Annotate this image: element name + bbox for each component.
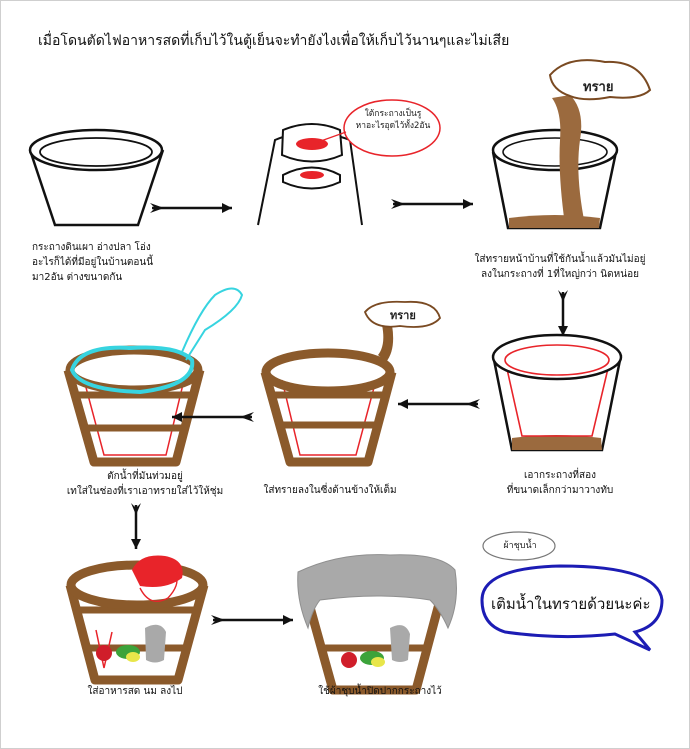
step2-pot-bottoms — [257, 99, 441, 226]
step5-caption: ใส่ทรายลงในซี่งด้านข้างให้เต็ม — [263, 485, 397, 496]
step7-food-inside — [65, 555, 209, 685]
step3-pot-with-sand — [491, 59, 652, 230]
step4-nested-pots — [491, 333, 623, 452]
step5-sand-filled — [260, 300, 441, 467]
step8-cloth-note: ผ้าชุบน้ำ — [503, 541, 537, 551]
step6-water-poured — [63, 287, 244, 467]
page-title: เมื่อโดนตัดไฟอาหารสดที่เก็บไว้ในตู้เย็นจ… — [38, 33, 510, 49]
callout-text: เติมน้ำในทรายด้วยนะค่ะ — [491, 595, 651, 613]
arrow-step1-to-2 — [148, 201, 234, 215]
step1-plain-pot — [28, 128, 165, 227]
callout-bubble — [480, 564, 664, 652]
arrow-step6-to-7 — [129, 501, 143, 551]
step7-caption: ใส่อาหารสด นม ลงไป — [87, 686, 183, 697]
step2-note: ใต้กระถางเป็นรู หาอะไรอุดไว้ทั้ง2อัน — [355, 109, 431, 131]
arrow-step4-to-5 — [396, 397, 482, 411]
step8-covered-pot — [297, 531, 556, 695]
arrow-step3-to-4 — [556, 288, 570, 338]
step3-caption: ใส่ทรายหน้าบ้านที่ใช้กันน้ำแล้วมันไม่อยู… — [474, 254, 646, 280]
step5-sand-label: ทราย — [390, 309, 416, 322]
step4-caption: เอากระถางที่สอง ที่ขนาดเล็กกว่ามาวางทับ — [506, 470, 614, 496]
arrow-step7-to-8 — [209, 613, 295, 627]
step1-caption: กระถางดินเผา อ่างปลา โอ่ง อะไรก็ได้ที่มี… — [32, 242, 154, 283]
step6-caption: ตักน้ำที่มันท่วมอยู่ เทใส่ในช่องที่เราเอ… — [66, 471, 224, 497]
arrow-step2-to-3 — [389, 197, 475, 211]
step8-caption: ใช้ผ้าชุบน้ำปิดปากกระถางไว้ — [318, 686, 442, 697]
step3-sand-label: ทราย — [583, 80, 614, 95]
